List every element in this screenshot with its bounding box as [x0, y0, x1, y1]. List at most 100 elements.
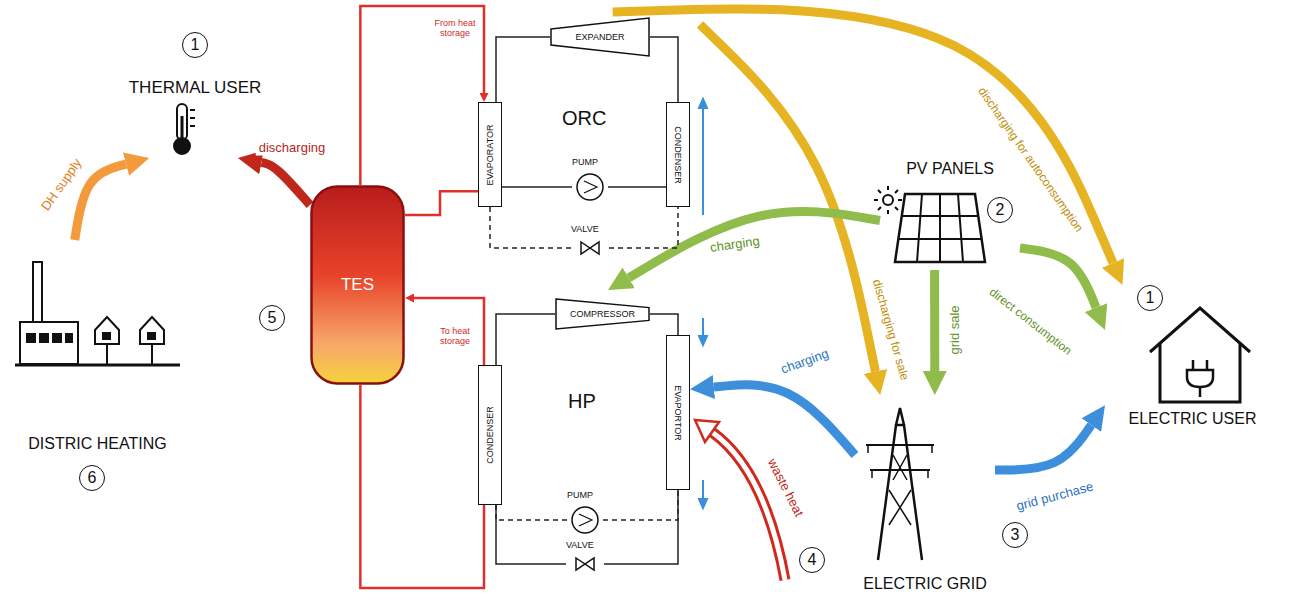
district-heating: DISTRIC HEATING: [10, 240, 185, 455]
flow-arrow: [700, 25, 875, 372]
cycle-line: [608, 186, 666, 188]
node-label: PV PANELS: [880, 160, 1020, 178]
flow-arrow: [261, 162, 310, 205]
node-label: THERMAL USER: [124, 78, 267, 98]
waste-heat-arrow: [695, 420, 719, 442]
expander-outline: [551, 18, 649, 56]
cycle-line: [609, 207, 678, 248]
node-label: CONDENSER: [673, 126, 683, 184]
flow-label: grid sale: [948, 302, 963, 357]
flow-arrow: [75, 164, 126, 240]
node-label: VALVE: [571, 224, 599, 234]
node-label: COMPRESSOR: [570, 309, 635, 319]
cycle-line: [496, 505, 567, 520]
flow-label: direct consumption: [984, 284, 1077, 361]
callout-number: 4: [799, 547, 825, 573]
cycle-line: [603, 490, 678, 520]
cycle-line: [502, 186, 572, 188]
thermal-user: THERMAL USER: [124, 78, 267, 158]
flow-label: DH supply: [37, 154, 87, 217]
thermometer-icon: [181, 116, 184, 140]
callout-number: 3: [1002, 522, 1028, 548]
heat-pump-cycle: HPCOMPRESSORCONDENSEREVAPORTORPUMPVALVE: [470, 290, 700, 575]
district-heating-icon: [148, 333, 155, 339]
heat-pipe: [414, 298, 484, 365]
flow-arrow: [930, 270, 939, 371]
district-heating-icon: [106, 344, 108, 365]
power-tower-icon: [868, 445, 932, 478]
heat-pipe: [360, 6, 484, 185]
node-label: PUMP: [572, 157, 598, 167]
district-heating-icon: [103, 333, 110, 339]
pv-panel-icon: [874, 186, 902, 214]
node-label: CONDENSER: [485, 406, 495, 464]
flow-label: From heat storage: [432, 18, 478, 39]
power-tower-icon: [866, 408, 934, 560]
flow-label: grid purchase: [1012, 479, 1098, 515]
node-label: ELECTRIC GRID: [855, 575, 995, 593]
callout-number: 6: [79, 465, 105, 491]
cooling-flow: [699, 499, 707, 508]
district-heating-icon: [140, 317, 164, 344]
evaporator: EVAPORATOR: [478, 102, 502, 207]
valve: VALVE: [566, 540, 604, 570]
district-heating-icon: [95, 317, 119, 344]
district-heating-icon: [53, 334, 61, 342]
flow-arrow: [1020, 248, 1096, 308]
heat-pipe: [360, 385, 484, 588]
node-label: HP: [568, 390, 596, 413]
condenser: CONDENSER: [666, 102, 690, 207]
electric-user-icon: [1187, 370, 1213, 387]
valve-symbol: [576, 558, 594, 570]
district-heating-icon: [15, 262, 180, 365]
cycle-line: [490, 207, 571, 248]
waste-heat-arrow: [695, 420, 785, 580]
pump-symbol: [572, 507, 598, 533]
compressor-outline: [556, 299, 649, 329]
node-label: VALVE: [566, 540, 594, 550]
district-heating-icon: [27, 334, 35, 342]
valve-symbol: [581, 242, 599, 254]
thermometer-icon: [174, 138, 190, 154]
condenser: CONDENSER: [478, 365, 502, 505]
flow-label: To heat storage: [432, 326, 478, 347]
callout-number: 2: [987, 197, 1013, 223]
electric-grid: ELECTRIC GRID: [855, 395, 995, 595]
pump: PUMP: [567, 490, 603, 536]
node-label: PUMP: [567, 490, 593, 500]
flow-label: charging: [706, 234, 763, 257]
compressor: COMPRESSOR: [555, 298, 650, 330]
cycle-line: [496, 314, 555, 365]
flow-label: discharging for sale: [868, 275, 912, 385]
flow-arrow: [995, 425, 1091, 470]
heat-pipe: [405, 191, 478, 215]
district-heating-icon: [33, 262, 42, 322]
callout-number: 1: [1137, 285, 1163, 311]
pump-symbol: [577, 174, 603, 200]
thermometer-icon: [190, 110, 195, 126]
power-tower-icon: [889, 455, 911, 525]
cycle-line: [496, 505, 566, 564]
electric-user-icon: [1150, 308, 1250, 402]
thermometer-icon: [174, 104, 195, 154]
pv-panel-icon: [883, 195, 893, 205]
district-heating-icon: [66, 334, 72, 342]
cycle-line: [650, 37, 678, 102]
flow-label: discharging: [256, 141, 329, 156]
cycle-line: [650, 314, 678, 335]
electric-user-icon: [1193, 360, 1207, 370]
pump-symbol: [584, 181, 597, 193]
cooling-flow: [699, 336, 707, 345]
orc-cycle: ORCEXPANDEREVAPORATORCONDENSERPUMPVALVE: [470, 12, 700, 262]
node-label: EVAPORATOR: [485, 124, 495, 185]
flow-arrow: [613, 9, 1113, 263]
tank-outline: [312, 187, 404, 384]
flow-label: waste heat: [763, 454, 808, 522]
valve: VALVE: [571, 224, 609, 254]
flow-label: charging: [776, 345, 834, 378]
cycle-line: [604, 490, 678, 564]
power-tower-icon: [896, 408, 904, 425]
